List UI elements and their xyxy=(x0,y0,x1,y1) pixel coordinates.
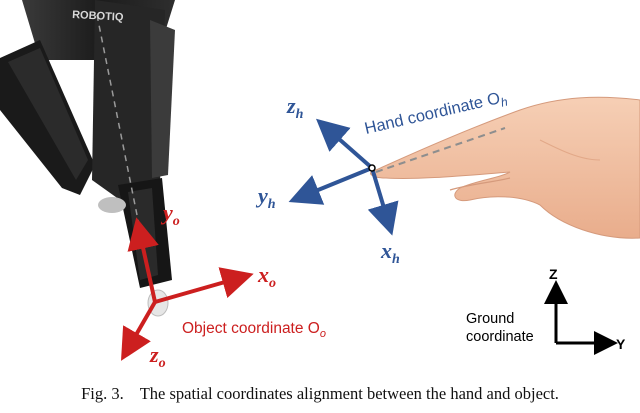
ground-frame-label-line2: coordinate xyxy=(466,329,534,345)
hand-y-axis xyxy=(296,168,372,199)
object-y-label: yo xyxy=(160,200,180,229)
ground-y-label: Y xyxy=(616,336,626,352)
hand-y-label: yh xyxy=(255,183,276,212)
ground-z-label: Z xyxy=(549,266,558,282)
object-z-label: zo xyxy=(149,342,166,371)
ground-coordinate-frame xyxy=(556,286,612,343)
hand-x-label: xh xyxy=(380,238,400,267)
figure-number: Fig. 3. xyxy=(81,384,124,403)
object-frame-label: Object coordinate Oo xyxy=(182,320,326,340)
object-x-label: xo xyxy=(257,262,276,291)
figure-caption: Fig. 3. The spatial coordinates alignment… xyxy=(0,384,640,404)
caption-text: The spatial coordinates alignment betwee… xyxy=(140,384,559,403)
hand-z-label: zh xyxy=(286,93,304,122)
ground-frame-label-line1: Ground xyxy=(466,311,514,327)
hand-coordinate-frame xyxy=(296,124,390,228)
